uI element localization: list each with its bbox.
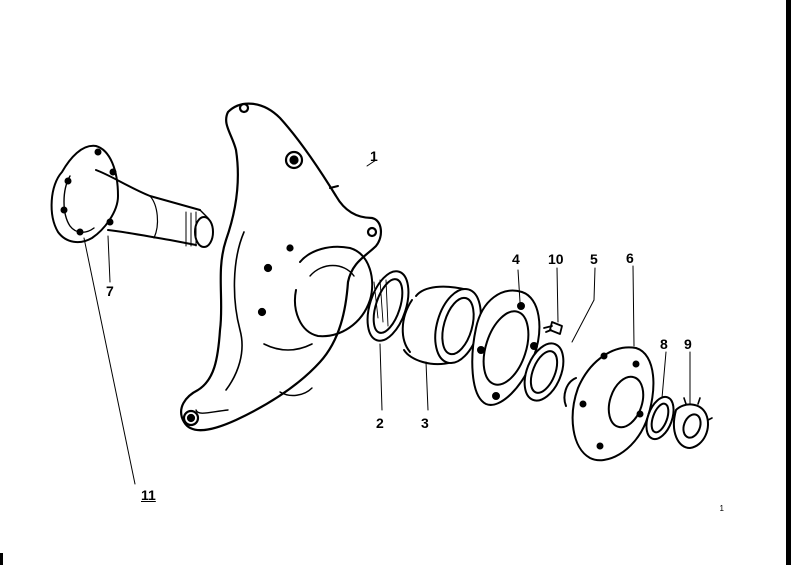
wheel-hub [563,346,655,462]
right-edge-bar [786,0,791,565]
castle-nut [672,397,713,449]
callout-7: 7 [106,283,114,299]
callout-8: 8 [660,336,668,352]
spacer-ring [523,342,565,402]
page-number: 1 [719,504,724,513]
callout-9: 9 [684,336,692,352]
callout-10: 10 [548,251,564,267]
screw [543,321,563,335]
callout-5: 5 [590,251,598,267]
callout-11: 11 [141,487,156,503]
stub-axle [50,144,214,248]
seal-ring [366,270,410,342]
steering-knuckle [180,102,382,432]
callout-4: 4 [512,251,520,267]
washer [645,395,675,441]
leader-lines [83,159,691,485]
left-edge-mark [0,553,3,565]
callout-1: 1 [370,148,378,164]
callout-2: 2 [376,415,384,431]
callout-3: 3 [421,415,429,431]
callout-6: 6 [626,250,634,266]
